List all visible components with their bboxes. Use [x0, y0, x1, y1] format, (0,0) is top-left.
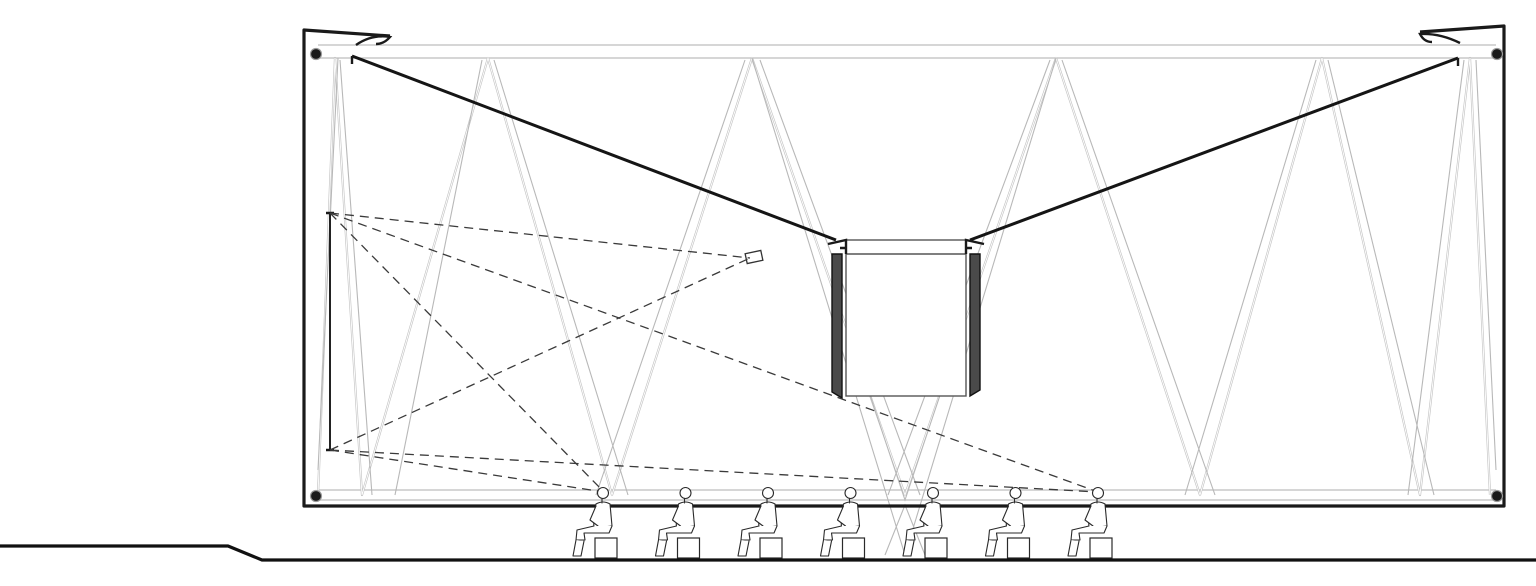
seated-viewers — [572, 486, 1113, 559]
spatial-truss — [316, 44, 1497, 556]
bolt-top-left — [309, 47, 323, 61]
right-panel — [969, 253, 981, 398]
seated-viewer — [572, 486, 618, 559]
seated-viewer — [654, 486, 701, 559]
suspended-box — [827, 238, 985, 400]
ground-line — [0, 544, 1536, 562]
bolt-bottom-left — [309, 489, 323, 503]
right-hook — [1418, 32, 1461, 45]
left-panel — [831, 253, 843, 400]
bolt-top-right — [1490, 47, 1504, 61]
seated-viewer — [902, 486, 948, 559]
bolt-bottom-right — [1490, 489, 1504, 503]
sight-lines — [329, 212, 1099, 493]
left-hook — [355, 35, 393, 46]
seated-viewer — [737, 486, 783, 559]
seated-viewer — [984, 486, 1031, 559]
seated-viewer — [1067, 486, 1113, 559]
suspension-cables — [350, 54, 1460, 242]
seated-viewer — [819, 486, 866, 559]
projector — [744, 249, 764, 265]
outer-frame — [302, 24, 1506, 508]
